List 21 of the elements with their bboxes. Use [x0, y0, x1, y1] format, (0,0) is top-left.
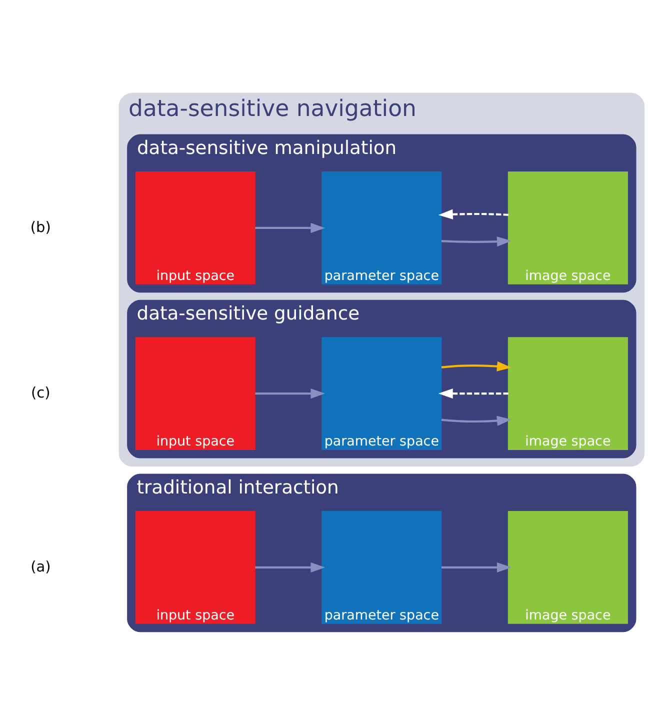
node-box: image space [508, 171, 628, 284]
label: (c) [31, 384, 50, 401]
arrow [441, 236, 512, 246]
label: (a) [30, 558, 51, 575]
node-box: input space [135, 510, 256, 624]
node-box: image space [508, 510, 628, 624]
arrow [438, 208, 508, 219]
arrow [441, 415, 512, 426]
arrow [442, 562, 512, 572]
arrow [255, 222, 326, 233]
arrow [255, 388, 326, 398]
node-box: input space [135, 336, 256, 450]
arrow [255, 562, 326, 572]
node-box: image space [508, 336, 628, 450]
arrow [438, 388, 508, 398]
node-box: parameter space [322, 510, 442, 624]
node-box: parameter space [322, 336, 442, 450]
label: (b) [30, 219, 51, 236]
node-box: input space [135, 171, 256, 284]
node-box: parameter space [322, 171, 442, 284]
arrow [441, 360, 512, 371]
